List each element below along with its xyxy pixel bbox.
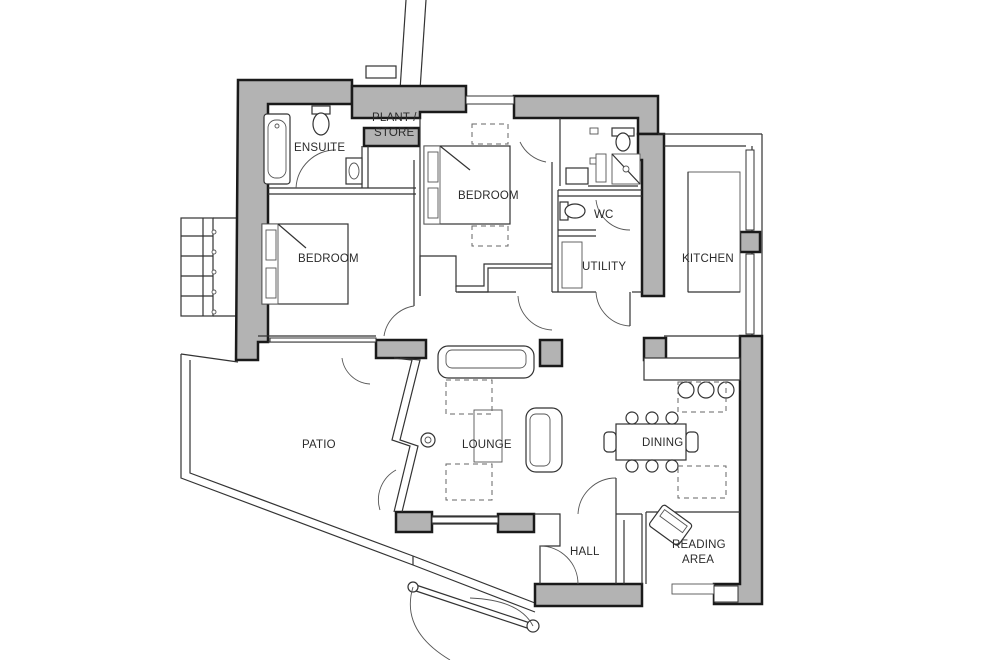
label-reading-1: READING — [672, 539, 726, 551]
doormat — [365, 65, 397, 79]
gate — [407, 581, 540, 660]
dining-table — [615, 423, 687, 461]
label-utility: UTILITY — [582, 261, 626, 273]
bedroom-top-furniture — [423, 123, 511, 247]
toilet — [312, 112, 330, 136]
label-dining: DINING — [642, 437, 683, 449]
room-labels: ENSUITE PLANT / STORE BEDROOM WC BEDROOM… — [294, 112, 734, 566]
coffee-table — [473, 409, 503, 463]
label-hall: HALL — [570, 546, 600, 558]
bedroom-left-furniture — [261, 223, 349, 305]
label-ensuite: ENSUITE — [294, 142, 345, 154]
shower-wc-fixtures — [559, 127, 641, 289]
label-reading-2: AREA — [682, 554, 714, 566]
reading-furniture — [648, 504, 693, 546]
patio-outline — [180, 353, 536, 613]
label-lounge: LOUNGE — [462, 439, 512, 451]
windows — [269, 95, 755, 603]
lounge-furniture — [420, 345, 563, 501]
label-plant-store-1: PLANT / — [372, 112, 417, 124]
dining-furniture — [603, 381, 735, 499]
label-wc: WC — [594, 209, 614, 221]
label-bedroom-left: BEDROOM — [298, 253, 359, 265]
label-patio: PATIO — [302, 439, 336, 451]
label-kitchen: KITCHEN — [682, 253, 734, 265]
steps — [180, 217, 238, 317]
label-bedroom-top: BEDROOM — [458, 190, 519, 202]
wc-toilet — [564, 203, 586, 219]
site-lines — [180, 0, 540, 660]
internal-walls — [258, 118, 741, 595]
doors — [295, 141, 631, 585]
ensuite-fixtures — [263, 105, 363, 185]
bar-stool — [677, 381, 695, 399]
label-plant-store-2: STORE — [374, 127, 415, 139]
